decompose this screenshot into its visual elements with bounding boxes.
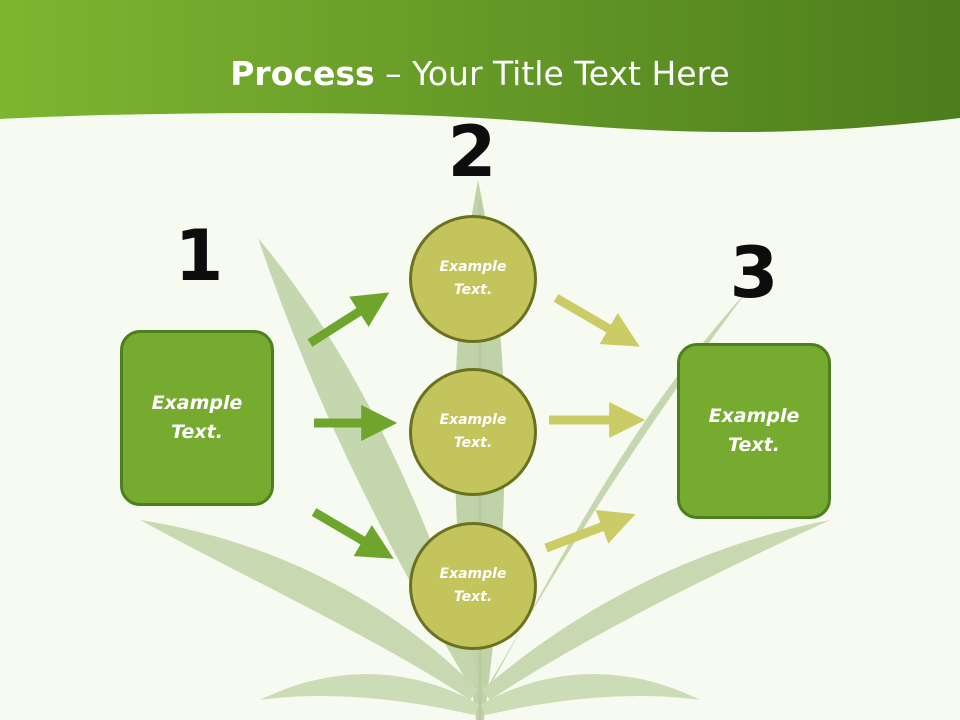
header-band [0,0,960,133]
step-number-1: 1 [174,215,224,297]
step-1-box: Example Text. [120,330,274,506]
step-1-box-label: Example Text. [151,392,243,443]
circle-bottom-label: Example Text. [439,566,507,605]
step-number-3: 3 [729,232,779,314]
title-bold: Process [230,54,375,93]
step-number-2: 2 [447,111,497,193]
arrow-1-to-bottom [311,508,394,559]
arrow-1-to-top [307,292,390,347]
arrow-top-to-3 [553,294,640,347]
circle-top-label: Example Text. [439,259,507,298]
circle-top: Example Text. [409,215,537,343]
circle-bottom: Example Text. [409,522,537,650]
circle-middle: Example Text. [409,368,537,496]
arrow-bottom-to-3 [544,509,636,553]
step-3-box-label: Example Text. [708,405,800,456]
title-rest: – Your Title Text Here [374,54,730,93]
slide-title: Process – Your Title Text Here [0,52,960,96]
step-3-box: Example Text. [677,343,831,519]
circle-middle-label: Example Text. [439,412,507,451]
